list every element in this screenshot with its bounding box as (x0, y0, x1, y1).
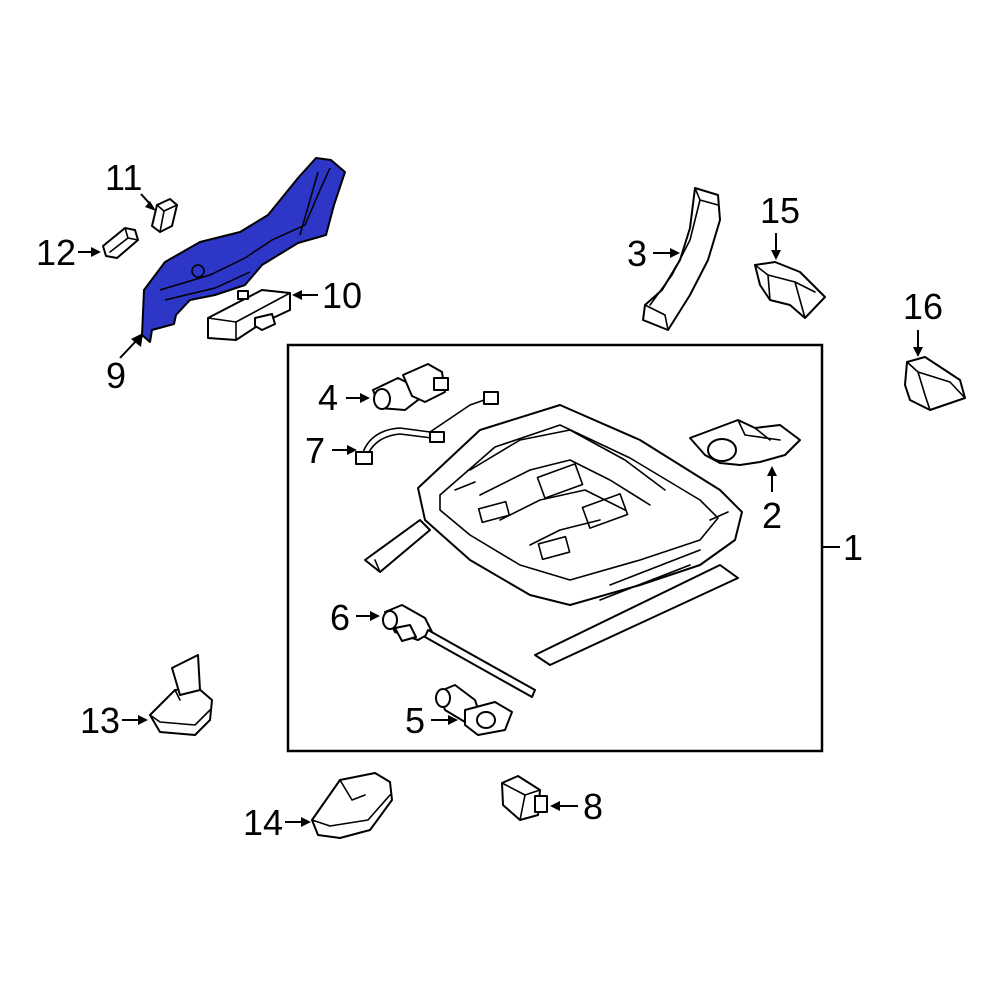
part-9-side-shield[interactable] (141, 157, 346, 343)
part-13-callout: 13 (80, 700, 148, 741)
callout-14: 14 (243, 802, 283, 843)
part-15-bracket[interactable] (754, 261, 826, 319)
part-1-seat-frame[interactable] (364, 404, 743, 666)
part-8-callout: 8 (550, 786, 603, 827)
part-11-cap[interactable] (151, 198, 178, 233)
part-5-callout: 5 (405, 700, 458, 741)
part-2-callout: 2 (762, 466, 782, 536)
part-4-motor[interactable] (372, 363, 449, 411)
part-12-callout: 12 (36, 232, 101, 273)
part-16-callout: 16 (903, 286, 943, 357)
callout-1: 1 (843, 527, 863, 568)
part-5-motor[interactable] (435, 684, 513, 736)
part-9-callout: 9 (106, 333, 143, 396)
part-16-bracket[interactable] (904, 356, 966, 411)
part-13-cover[interactable] (149, 654, 213, 736)
part-15-callout: 15 (760, 190, 800, 260)
callout-4: 4 (318, 377, 338, 418)
part-1-callout: 1 (822, 527, 863, 568)
part-14-cover[interactable] (311, 772, 393, 839)
part-3-callout: 3 (627, 233, 680, 274)
callout-7: 7 (305, 430, 325, 471)
part-10-callout: 10 (292, 275, 362, 316)
callout-12: 12 (36, 232, 76, 273)
part-4-callout: 4 (318, 377, 370, 418)
callout-6: 6 (330, 597, 350, 638)
part-7-callout: 7 (305, 430, 357, 471)
part-6-motor-shaft[interactable] (382, 604, 536, 698)
part-14-callout: 14 (243, 802, 311, 843)
callout-3: 3 (627, 233, 647, 274)
callout-16: 16 (903, 286, 943, 327)
part-7-harness[interactable] (355, 391, 499, 465)
callout-5: 5 (405, 700, 425, 741)
callout-11: 11 (105, 157, 142, 198)
callout-15: 15 (760, 190, 800, 231)
part-3-rail-cover[interactable] (642, 187, 721, 331)
callout-9: 9 (106, 355, 126, 396)
part-8-module[interactable] (501, 775, 548, 821)
part-10-switch[interactable] (207, 289, 291, 341)
callout-2: 2 (762, 495, 782, 536)
part-2-recliner[interactable] (689, 419, 801, 466)
part-11-callout: 11 (105, 157, 156, 211)
part-12-knob[interactable] (102, 227, 139, 259)
callout-8: 8 (583, 786, 603, 827)
callout-10: 10 (322, 275, 362, 316)
callout-13: 13 (80, 700, 120, 741)
part-6-callout: 6 (330, 597, 380, 638)
